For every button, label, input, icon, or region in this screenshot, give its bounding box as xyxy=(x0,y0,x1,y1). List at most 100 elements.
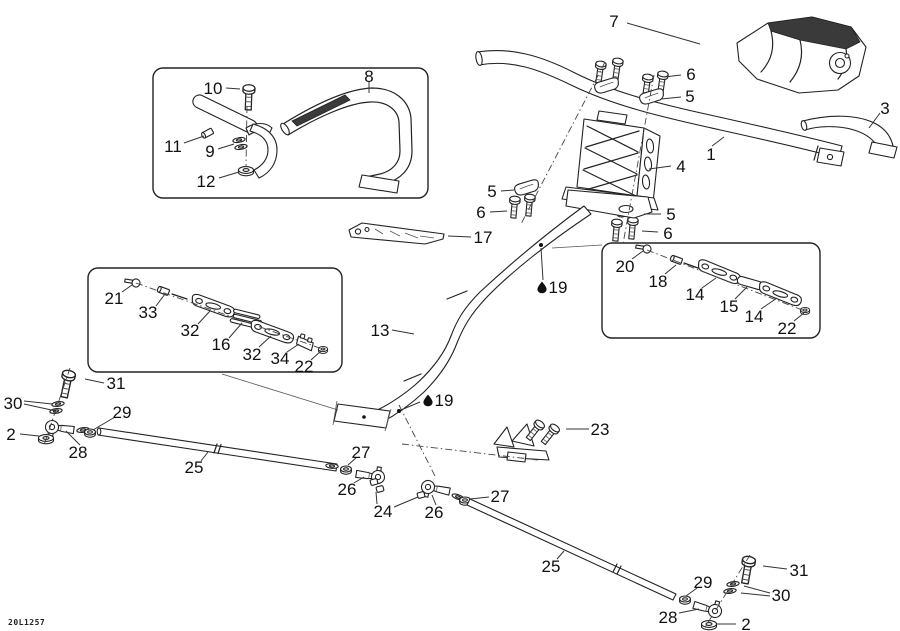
callout-28: 28 xyxy=(69,443,88,462)
callout-25: 25 xyxy=(185,458,204,477)
leader-line-30 xyxy=(740,592,771,597)
clamp xyxy=(638,87,666,106)
leader-line-24 xyxy=(393,496,419,508)
nut xyxy=(799,306,811,315)
leader-line-26 xyxy=(431,494,437,506)
callout-5: 5 xyxy=(685,87,694,106)
callout-32: 32 xyxy=(243,345,262,364)
handlebar-pad xyxy=(736,16,867,94)
support-bracket xyxy=(348,222,445,245)
bolt xyxy=(522,193,536,217)
leader-line-34 xyxy=(286,343,300,353)
callout-19: 19 xyxy=(549,278,568,297)
pivot-bolt xyxy=(57,368,77,400)
callout-20: 20 xyxy=(616,257,635,276)
leader-line-1 xyxy=(711,136,725,147)
tie-rod-end xyxy=(419,478,452,502)
leader-line-17 xyxy=(447,235,472,238)
callout-11: 11 xyxy=(164,137,182,156)
leader-line-32 xyxy=(258,335,272,348)
leader-line-7 xyxy=(626,22,701,45)
leader-line-32 xyxy=(197,310,211,325)
callout-8: 8 xyxy=(364,67,373,86)
ball-stud xyxy=(123,274,142,289)
callout-33: 33 xyxy=(139,303,158,322)
connector-lines xyxy=(221,244,603,411)
callout-29: 29 xyxy=(113,403,132,422)
drawing-code: 20L1257 xyxy=(8,618,45,627)
callout-12: 12 xyxy=(197,172,216,191)
leader-line-13 xyxy=(391,329,415,335)
washer xyxy=(233,143,249,151)
callout-30: 30 xyxy=(772,586,791,605)
leader-line-9 xyxy=(217,143,235,150)
riser-handle xyxy=(280,87,413,194)
callout-6: 6 xyxy=(686,65,695,84)
grab-handle xyxy=(800,115,898,159)
washer xyxy=(231,136,247,144)
callout-18: 18 xyxy=(649,272,668,291)
steering-arm-bracket xyxy=(493,418,562,463)
clip xyxy=(416,490,426,500)
leader-line-12 xyxy=(218,171,240,179)
callout-2: 2 xyxy=(6,425,15,444)
tie-rod-end xyxy=(691,594,725,620)
grease-droplet-icon xyxy=(537,281,547,294)
leader-line-19 xyxy=(540,247,544,281)
bolt xyxy=(609,218,623,242)
leader-line-14 xyxy=(760,297,778,310)
callout-7: 7 xyxy=(609,12,618,31)
leader-line-5 xyxy=(660,96,682,100)
callout-21: 21 xyxy=(105,289,124,308)
callout-31: 31 xyxy=(107,374,126,393)
leader-line-11 xyxy=(183,135,205,144)
callout-3: 3 xyxy=(880,99,889,118)
leader-line-30 xyxy=(743,585,771,594)
callout-14: 14 xyxy=(686,285,705,304)
callout-34: 34 xyxy=(271,349,290,368)
spacer xyxy=(200,127,215,140)
callout-22: 22 xyxy=(295,357,314,376)
leader-line-22 xyxy=(310,350,322,361)
leader-line-25 xyxy=(556,550,565,560)
washer xyxy=(325,462,339,470)
callout-1: 1 xyxy=(706,145,715,164)
callout-27: 27 xyxy=(352,443,371,462)
callout-14: 14 xyxy=(745,307,764,326)
callout-27: 27 xyxy=(491,487,510,506)
leader-line-6 xyxy=(489,210,508,213)
callout-15: 15 xyxy=(720,297,739,316)
callout-5: 5 xyxy=(666,205,675,224)
leader-line-6 xyxy=(641,230,659,233)
clip xyxy=(375,484,385,494)
steering-column xyxy=(332,189,653,432)
handlebar xyxy=(475,49,845,167)
leader-line-6 xyxy=(663,74,682,78)
spacer xyxy=(669,254,684,266)
leader-line-27 xyxy=(347,457,357,466)
inset-left-linkage xyxy=(87,267,343,373)
leader-line-19 xyxy=(400,401,421,411)
callout-24: 24 xyxy=(374,502,393,521)
leader-line-33 xyxy=(155,293,166,307)
callout-30: 30 xyxy=(4,394,23,413)
callout-16: 16 xyxy=(212,335,231,354)
callout-32: 32 xyxy=(181,321,200,340)
bolt xyxy=(625,216,639,240)
adjust-bolt xyxy=(241,83,256,111)
leader-line-28 xyxy=(678,608,700,614)
tie-rod-left xyxy=(37,368,387,485)
leader-line-29 xyxy=(92,416,116,431)
clip xyxy=(369,477,379,487)
callout-6: 6 xyxy=(663,224,672,243)
leader-line-16 xyxy=(228,322,243,339)
leader-line-10 xyxy=(225,87,241,90)
leader-line-18 xyxy=(664,264,677,275)
callout-22: 22 xyxy=(778,319,797,338)
jam-nut xyxy=(679,595,691,605)
leader-line-14 xyxy=(701,277,717,289)
leader-line-28 xyxy=(65,430,81,446)
callout-10: 10 xyxy=(204,79,223,98)
axis-lines xyxy=(43,61,811,630)
callout-5: 5 xyxy=(487,182,496,201)
